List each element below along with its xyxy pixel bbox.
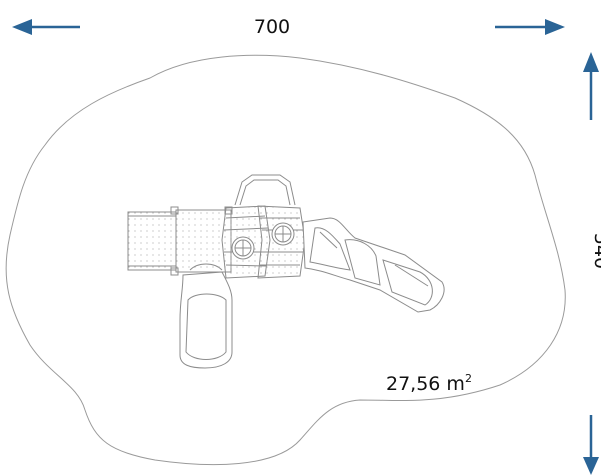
platform-deck bbox=[170, 206, 233, 276]
lower-slide bbox=[179, 263, 233, 369]
width-arrow-right bbox=[495, 19, 565, 35]
porthole-icon bbox=[231, 236, 255, 260]
area-unit-superscript: 2 bbox=[465, 372, 472, 385]
ramp-section bbox=[127, 211, 177, 271]
area-label: 27,56 m2 bbox=[386, 372, 472, 395]
width-arrow-left bbox=[12, 19, 80, 35]
porthole-icon bbox=[271, 222, 295, 246]
height-arrow-top bbox=[583, 52, 599, 120]
roof-panel bbox=[234, 174, 296, 206]
safety-zone-outline bbox=[5, 54, 566, 466]
height-arrow-bottom bbox=[583, 415, 599, 475]
playground-equipment bbox=[127, 174, 445, 369]
height-label: 540 bbox=[590, 233, 601, 269]
tube-slide bbox=[302, 217, 445, 313]
width-label: 700 bbox=[254, 16, 290, 38]
